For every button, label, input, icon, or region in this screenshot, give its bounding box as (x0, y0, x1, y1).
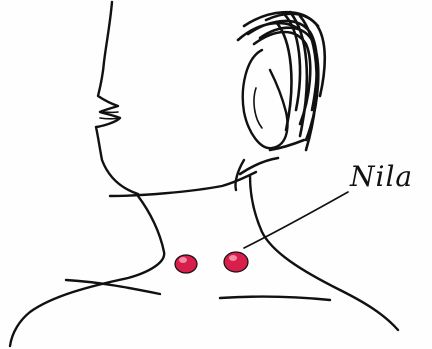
lip-line-lower (100, 118, 120, 119)
front-shoulder-line (10, 196, 164, 346)
face-profile (96, 2, 138, 194)
right-nila-point (224, 252, 248, 272)
hair (238, 12, 325, 174)
left-nila-point (175, 255, 197, 273)
nila-label: Nila (350, 160, 413, 194)
right-clavicle (220, 297, 330, 300)
back-neck-line (250, 176, 398, 330)
ear (243, 50, 288, 148)
ear-inner (254, 88, 262, 128)
label-pointer-line (244, 192, 348, 248)
